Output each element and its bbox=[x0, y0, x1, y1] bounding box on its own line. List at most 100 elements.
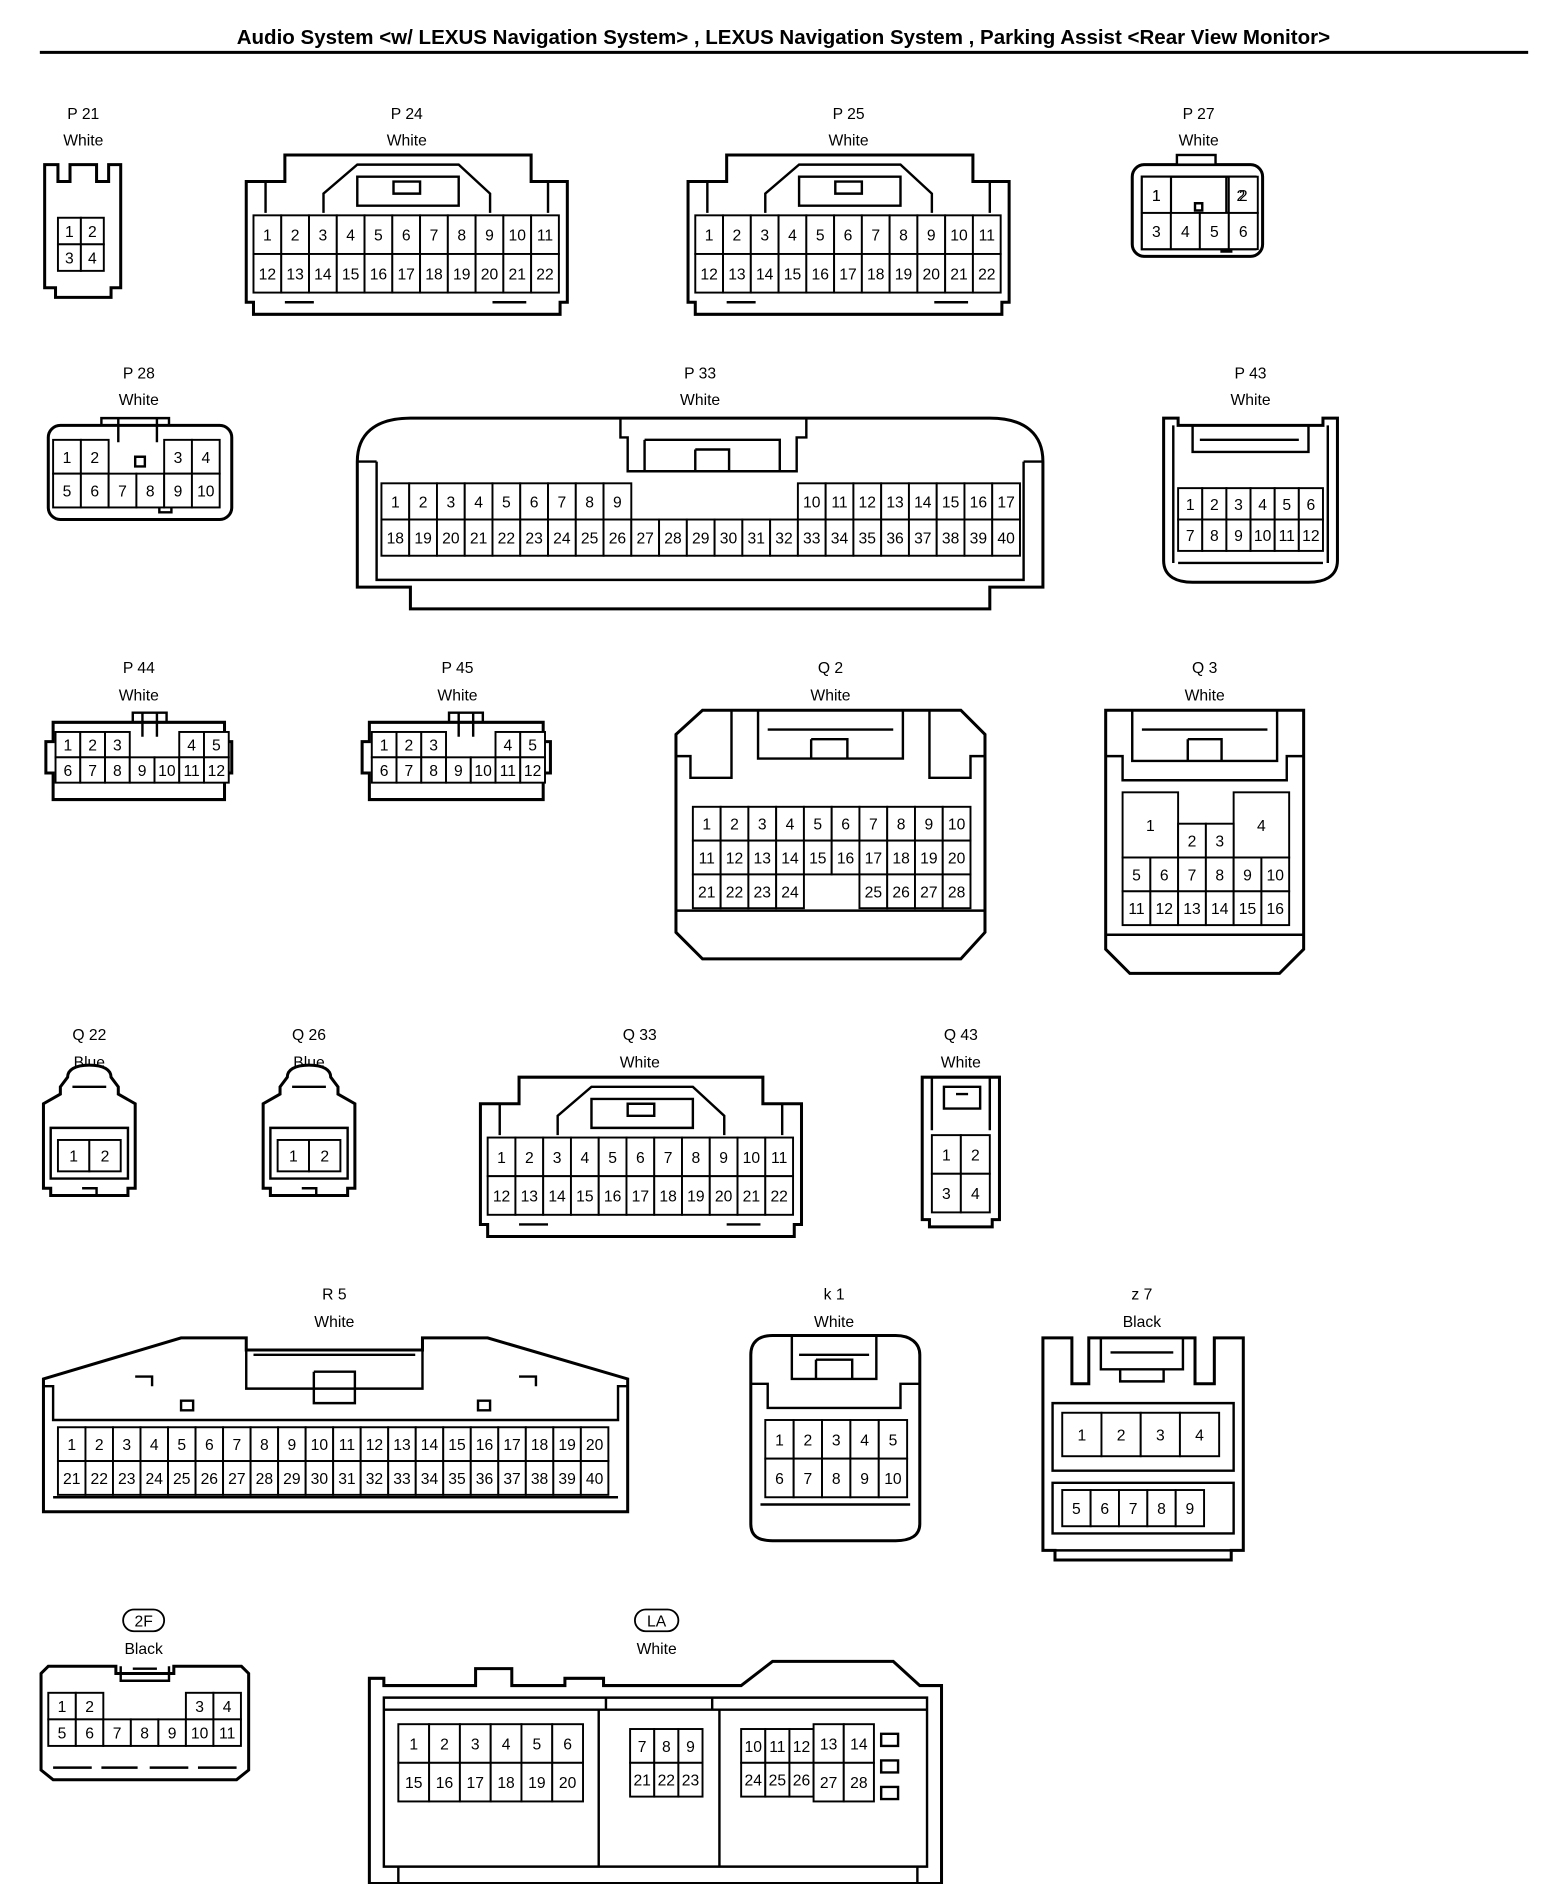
pin-label: 2 bbox=[733, 228, 742, 245]
pin-label: 17 bbox=[839, 266, 856, 283]
pin-label: 14 bbox=[1211, 901, 1229, 918]
pin-label: 7 bbox=[1186, 528, 1195, 545]
pin-label: 12 bbox=[1156, 901, 1173, 918]
pin-23 bbox=[112, 1460, 142, 1496]
pin-3 bbox=[1225, 487, 1252, 521]
housing-detail bbox=[269, 1085, 349, 1196]
pin-label: 4 bbox=[786, 817, 795, 834]
pin-label: 1 bbox=[263, 228, 272, 245]
pin-4 bbox=[1178, 1411, 1221, 1458]
pin-36 bbox=[469, 1460, 500, 1496]
pin-label: 9 bbox=[168, 1726, 177, 1743]
pin-6 bbox=[1297, 487, 1324, 521]
pin-label: 25 bbox=[173, 1471, 191, 1488]
pin-27 bbox=[630, 518, 661, 557]
pin-label: 15 bbox=[942, 494, 960, 511]
pin-31 bbox=[332, 1460, 362, 1496]
pin-label: 4 bbox=[88, 251, 97, 268]
pin-label: 10 bbox=[474, 763, 492, 780]
pin-3 bbox=[1139, 1411, 1181, 1458]
pin-label: 19 bbox=[687, 1189, 704, 1206]
pin-11 bbox=[178, 756, 205, 784]
pin-label: 6 bbox=[1307, 497, 1316, 514]
pin-label: 24 bbox=[744, 1773, 762, 1790]
pin-8 bbox=[888, 214, 919, 255]
pin-label: 18 bbox=[659, 1189, 677, 1206]
pin-1 bbox=[47, 1691, 77, 1721]
pin-label: 11 bbox=[183, 763, 199, 780]
pin-label: 5 bbox=[608, 1150, 617, 1167]
pin-label: 10 bbox=[950, 228, 968, 245]
pin-21 bbox=[56, 1460, 87, 1496]
pin-17 bbox=[858, 839, 889, 876]
pin-label: 30 bbox=[311, 1471, 329, 1488]
pin-label: 2 bbox=[419, 494, 428, 511]
connector-id: k 1 bbox=[824, 1286, 845, 1303]
pin-label: 25 bbox=[581, 531, 599, 548]
housing-detail bbox=[447, 711, 485, 737]
pin-label: 28 bbox=[664, 531, 682, 548]
pin-2 bbox=[74, 1691, 105, 1721]
pin-label: 40 bbox=[586, 1471, 604, 1488]
pin-label: 8 bbox=[1215, 867, 1224, 884]
pin-label: 9 bbox=[927, 228, 936, 245]
pin-7 bbox=[222, 1426, 252, 1463]
pin-2 bbox=[1177, 822, 1207, 859]
pin-label: 19 bbox=[895, 266, 912, 283]
pin-3 bbox=[458, 1723, 492, 1764]
pin-label: 4 bbox=[474, 494, 483, 511]
pin-4 bbox=[1169, 211, 1201, 251]
pin-22 bbox=[653, 1761, 680, 1798]
pin-label: 33 bbox=[803, 531, 821, 548]
pin-10 bbox=[304, 1426, 335, 1463]
pin-12 bbox=[359, 1426, 390, 1463]
pin-label: 2 bbox=[101, 1149, 110, 1166]
pin-label: 28 bbox=[850, 1775, 868, 1792]
pin-label: 5 bbox=[528, 738, 537, 755]
pin-label: 35 bbox=[448, 1471, 466, 1488]
pin-label: 3 bbox=[1234, 497, 1243, 514]
pin-24 bbox=[139, 1460, 169, 1496]
pin-label: 15 bbox=[784, 266, 802, 283]
pin-label: 3 bbox=[122, 1437, 131, 1454]
pin-label: 8 bbox=[585, 494, 594, 511]
pin-16 bbox=[1260, 890, 1291, 927]
pin-11 bbox=[1121, 890, 1152, 927]
pin-label: 17 bbox=[503, 1437, 520, 1454]
pin-label: 4 bbox=[580, 1150, 589, 1167]
pin-label: 9 bbox=[454, 763, 463, 780]
pin-label: 32 bbox=[775, 531, 792, 548]
pin-label: 2 bbox=[405, 738, 414, 755]
pin-25 bbox=[858, 873, 889, 910]
pin-label: 7 bbox=[118, 484, 127, 501]
connector-id-badge bbox=[122, 1608, 166, 1633]
pin-7 bbox=[547, 482, 577, 521]
pin-6 bbox=[79, 472, 110, 509]
pin-label: 11 bbox=[769, 1739, 785, 1756]
pin-6 bbox=[551, 1723, 584, 1764]
connector-color: White bbox=[829, 132, 869, 149]
pin-label: 16 bbox=[370, 266, 388, 283]
pin-2 bbox=[79, 438, 110, 475]
page-title: Audio System <w/ LEXUS Navigation System… bbox=[237, 26, 1330, 49]
pin-label: 19 bbox=[414, 531, 431, 548]
pin-21 bbox=[691, 873, 722, 910]
pin-label: 2 bbox=[525, 1150, 534, 1167]
pin-21 bbox=[629, 1761, 656, 1798]
pin-38 bbox=[935, 518, 966, 557]
pin-label: 3 bbox=[446, 494, 455, 511]
housing-detail bbox=[1051, 1337, 1235, 1552]
pin-5 bbox=[597, 1136, 628, 1178]
pin-6 bbox=[1227, 211, 1259, 251]
